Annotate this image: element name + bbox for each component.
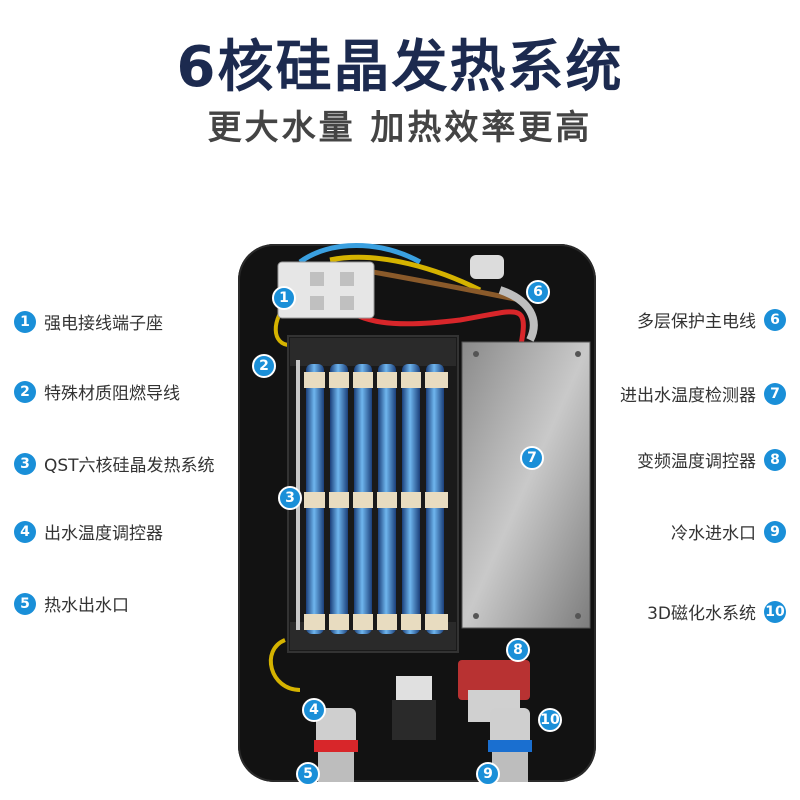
label-text: 3D磁化水系统	[647, 604, 756, 624]
label-main-power-wire: 多层保护主电线 6	[637, 307, 786, 332]
marker-5: 5	[296, 762, 320, 786]
label-heating-system: 3 QST六核硅晶发热系统	[14, 451, 215, 476]
label-number: 6	[764, 308, 786, 331]
marker-6: 6	[526, 280, 550, 304]
label-flame-retardant-wire: 2 特殊材质阻燃导线	[14, 379, 180, 404]
label-text: 变频温度调控器	[637, 452, 756, 472]
marker-1: 1	[272, 286, 296, 310]
label-number: 8	[764, 448, 786, 471]
label-temp-sensor: 进出水温度检测器 7	[620, 381, 786, 406]
label-number: 2	[14, 380, 36, 403]
marker-2: 2	[252, 354, 276, 378]
marker-7: 7	[520, 446, 544, 470]
label-text: QST六核硅晶发热系统	[44, 456, 215, 476]
label-text: 冷水进水口	[671, 524, 756, 544]
label-number: 1	[14, 310, 36, 333]
label-number: 9	[764, 520, 786, 543]
label-text: 进出水温度检测器	[620, 386, 756, 406]
page-title: 6核硅晶发热系统	[176, 35, 624, 100]
label-number: 5	[14, 592, 36, 615]
page-subtitle: 更大水量 加热效率更高	[207, 108, 593, 148]
label-hot-water-outlet: 5 热水出水口	[14, 591, 129, 616]
label-terminal-block: 1 强电接线端子座	[14, 309, 163, 334]
label-inverter-controller: 变频温度调控器 8	[637, 447, 786, 472]
label-number: 10	[764, 600, 786, 623]
marker-9: 9	[476, 762, 500, 786]
label-text: 特殊材质阻燃导线	[44, 384, 180, 404]
label-text: 热水出水口	[44, 596, 129, 616]
label-text: 出水温度调控器	[44, 524, 163, 544]
marker-10: 10	[538, 708, 562, 732]
label-cold-water-inlet: 冷水进水口 9	[671, 519, 786, 544]
label-number: 4	[14, 520, 36, 543]
marker-4: 4	[302, 698, 326, 722]
label-outlet-thermostat: 4 出水温度调控器	[14, 519, 163, 544]
label-number: 3	[14, 452, 36, 475]
label-text: 强电接线端子座	[44, 314, 163, 334]
marker-3: 3	[278, 486, 302, 510]
label-magnetized-water: 3D磁化水系统 10	[647, 599, 786, 624]
label-number: 7	[764, 382, 786, 405]
marker-8: 8	[506, 638, 530, 662]
label-text: 多层保护主电线	[637, 312, 756, 332]
